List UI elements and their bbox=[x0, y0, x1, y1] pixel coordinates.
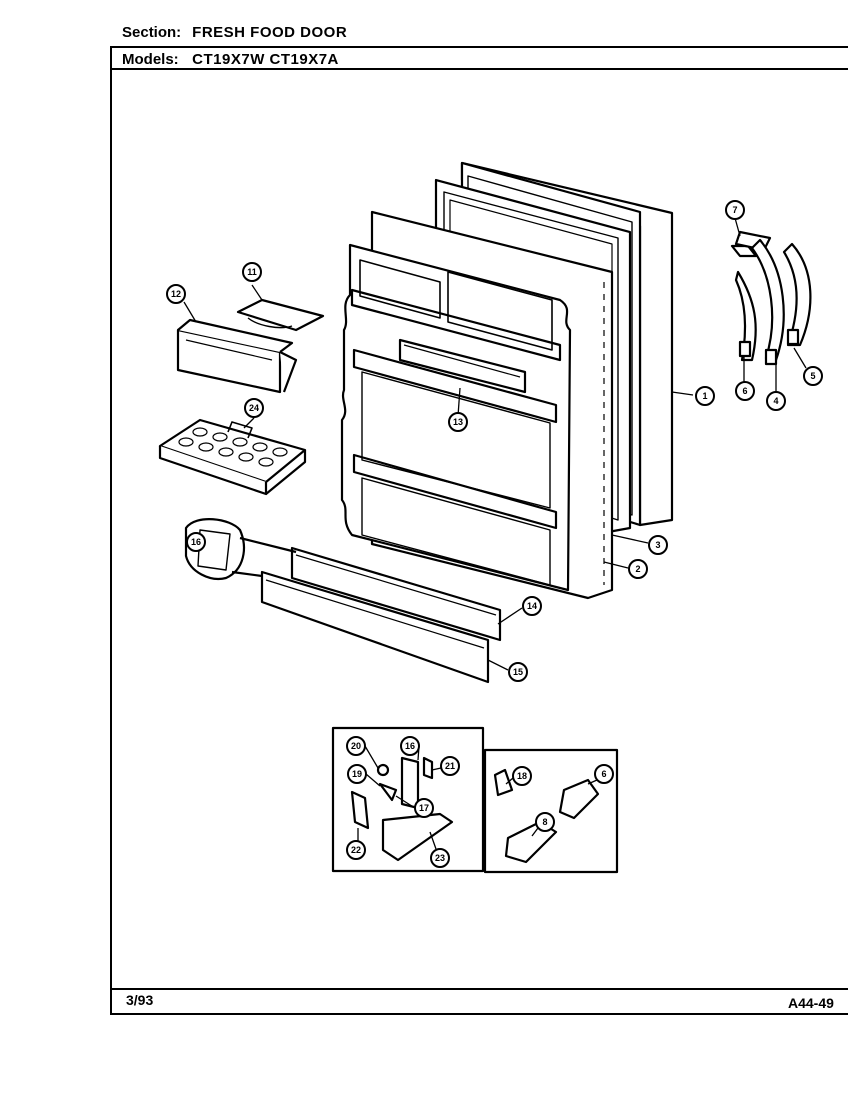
footer-divider bbox=[110, 988, 848, 990]
section-value: FRESH FOOD DOOR bbox=[192, 24, 348, 41]
svg-text:11: 11 bbox=[247, 267, 257, 277]
svg-text:1: 1 bbox=[702, 391, 707, 401]
dairy-door-11 bbox=[236, 298, 325, 332]
svg-text:24: 24 bbox=[249, 403, 259, 413]
svg-text:21: 21 bbox=[445, 761, 455, 771]
svg-text:20: 20 bbox=[351, 741, 361, 751]
models-value: CT19X7W CT19X7A bbox=[192, 51, 339, 68]
callout-7: 7 bbox=[725, 200, 745, 220]
callout-23: 23 bbox=[430, 848, 450, 868]
models-label: Models: bbox=[122, 51, 179, 68]
section-row: Section: FRESH FOOD DOOR bbox=[122, 24, 347, 41]
callout-16-kit: 16 bbox=[400, 736, 420, 756]
svg-text:4: 4 bbox=[773, 396, 778, 406]
svg-text:18: 18 bbox=[517, 771, 527, 781]
svg-text:12: 12 bbox=[171, 289, 181, 299]
dairy-compartment-12 bbox=[176, 318, 298, 394]
callout-19: 19 bbox=[347, 764, 367, 784]
callout-22: 22 bbox=[346, 840, 366, 860]
svg-text:16: 16 bbox=[191, 537, 201, 547]
svg-text:2: 2 bbox=[635, 564, 640, 574]
callout-10: 16 bbox=[186, 532, 206, 552]
callout-6-kit: 6 bbox=[594, 764, 614, 784]
callout-15: 15 bbox=[508, 662, 528, 682]
callout-12: 12 bbox=[166, 284, 186, 304]
callout-14: 14 bbox=[522, 596, 542, 616]
callout-18: 18 bbox=[512, 766, 532, 786]
callout-5: 5 bbox=[803, 366, 823, 386]
hinge-parts bbox=[730, 230, 812, 366]
svg-text:16: 16 bbox=[405, 741, 415, 751]
diagram-frame bbox=[110, 46, 848, 1015]
svg-text:17: 17 bbox=[419, 803, 429, 813]
callout-17: 17 bbox=[414, 798, 434, 818]
callout-11: 11 bbox=[242, 262, 262, 282]
trim-14 bbox=[290, 546, 502, 642]
svg-text:15: 15 bbox=[513, 667, 523, 677]
leader-lines bbox=[183, 217, 807, 671]
svg-text:14: 14 bbox=[527, 601, 537, 611]
svg-text:6: 6 bbox=[601, 769, 606, 779]
svg-text:5: 5 bbox=[810, 371, 815, 381]
svg-text:8: 8 bbox=[542, 817, 547, 827]
callout-24: 24 bbox=[244, 398, 264, 418]
callout-2: 2 bbox=[628, 559, 648, 579]
models-row: Models: CT19X7W CT19X7A bbox=[122, 51, 339, 68]
callout-6: 6 bbox=[735, 381, 755, 401]
callout-20: 20 bbox=[346, 736, 366, 756]
svg-text:23: 23 bbox=[435, 853, 445, 863]
trim-15 bbox=[260, 570, 490, 684]
shelf-rail-13 bbox=[398, 338, 527, 394]
callout-8-kit: 8 bbox=[535, 812, 555, 832]
section-label: Section: bbox=[122, 24, 182, 41]
svg-text:3: 3 bbox=[655, 540, 660, 550]
svg-text:6: 6 bbox=[742, 386, 747, 396]
footer-date: 3/93 bbox=[126, 992, 154, 1008]
cover-kit-box bbox=[483, 748, 619, 874]
svg-text:7: 7 bbox=[732, 205, 737, 215]
hinge-kit-box bbox=[331, 726, 485, 873]
callout-13: 13 bbox=[448, 412, 468, 432]
callout-1: 1 bbox=[695, 386, 715, 406]
callout-3: 3 bbox=[648, 535, 668, 555]
svg-text:19: 19 bbox=[352, 769, 362, 779]
svg-text:22: 22 bbox=[351, 845, 361, 855]
callout-4: 4 bbox=[766, 391, 786, 411]
footer-code: A44-49 bbox=[788, 995, 834, 1011]
header-divider bbox=[110, 68, 848, 70]
callout-21: 21 bbox=[440, 756, 460, 776]
egg-tray-24 bbox=[158, 418, 307, 496]
svg-text:13: 13 bbox=[453, 417, 463, 427]
